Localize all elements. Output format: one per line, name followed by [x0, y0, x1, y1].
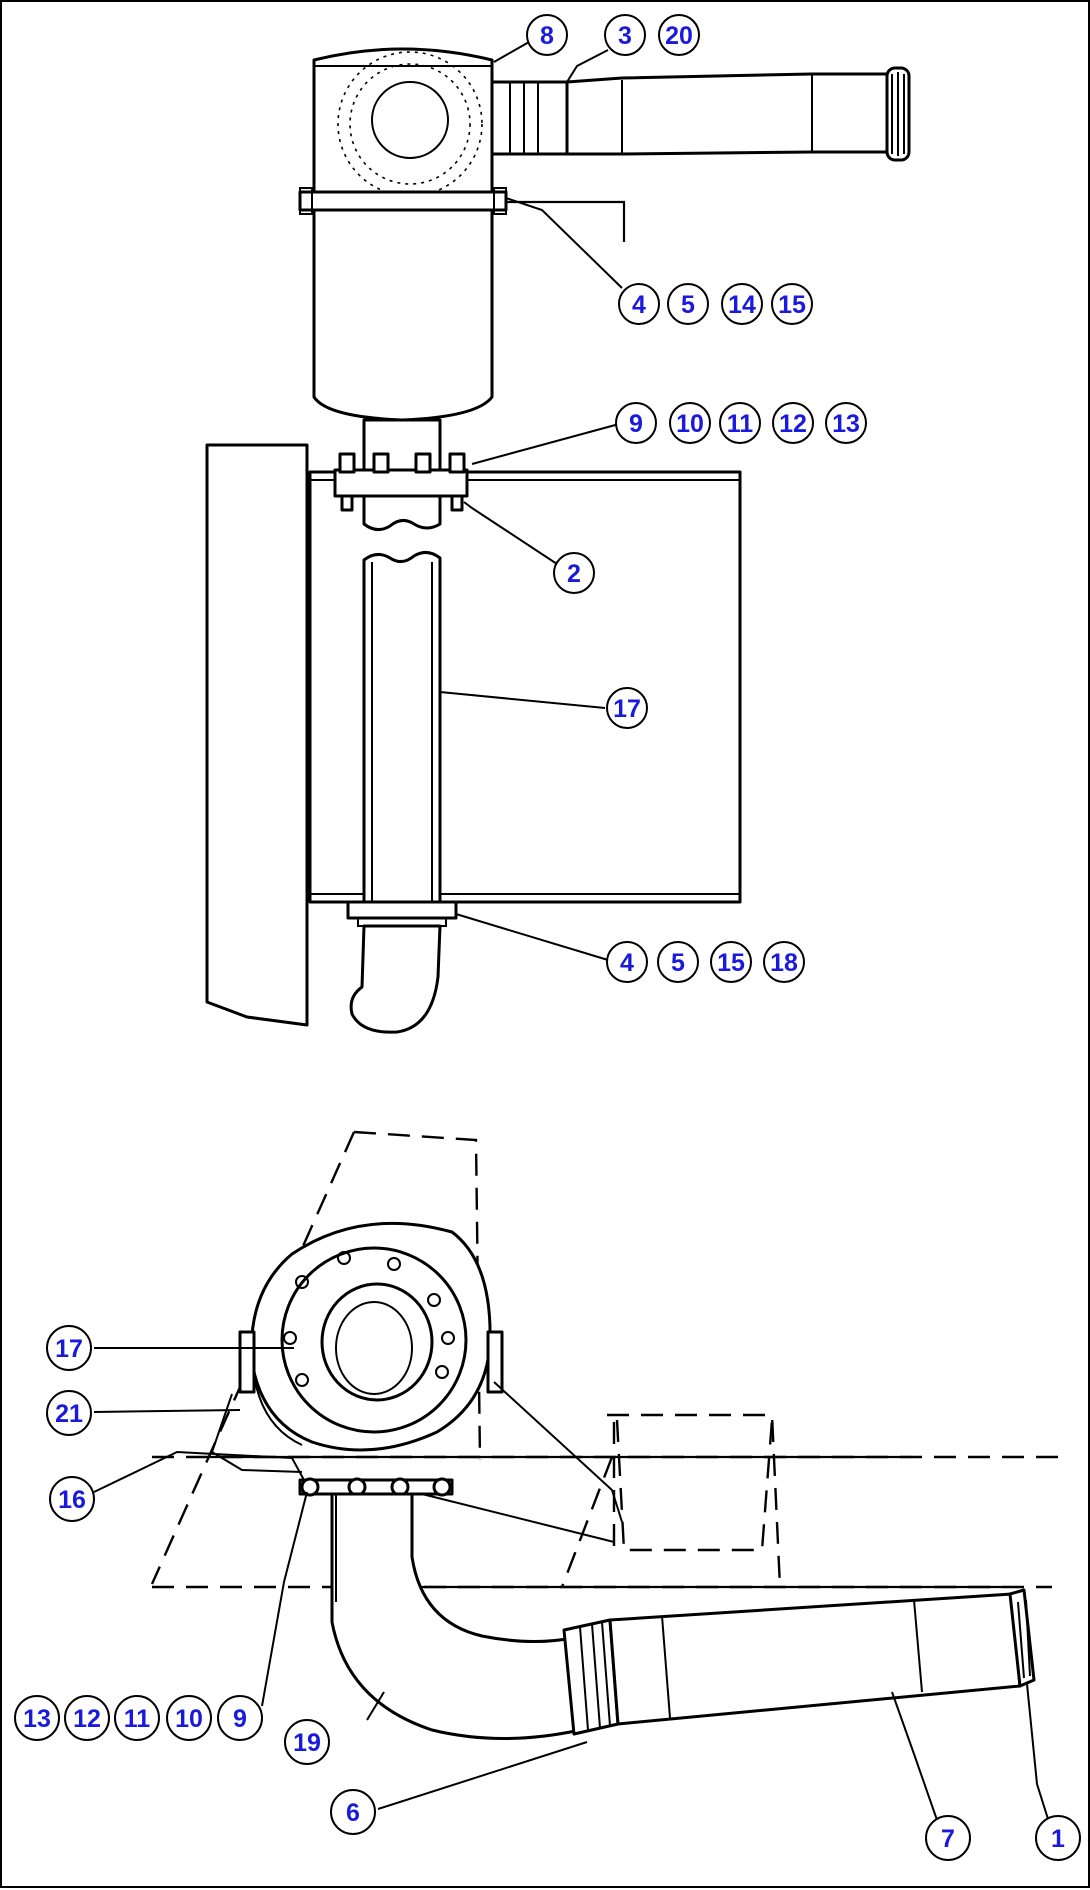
callout-1: 1 [1035, 1815, 1081, 1861]
callout-12: 12 [772, 402, 814, 444]
elbow-pipe-19 [330, 1492, 582, 1740]
callout-6: 6 [330, 1789, 376, 1835]
svg-text:1: 1 [1051, 1825, 1065, 1853]
outlet-pipe-7 [608, 1592, 1022, 1726]
callout-5: 5 [657, 941, 699, 983]
fender-panel [205, 443, 309, 1027]
flange-plate [333, 468, 469, 498]
callout-17: 17 [606, 687, 648, 729]
inlet-tube-17 [362, 551, 442, 909]
callout-9: 9 [615, 402, 657, 444]
intake-hose [490, 80, 569, 156]
callout-12: 12 [64, 1695, 110, 1741]
svg-text:9: 9 [233, 1705, 247, 1733]
callout-11: 11 [719, 402, 761, 444]
callout-13: 13 [825, 402, 867, 444]
right-bracket [486, 1330, 504, 1394]
side-view [150, 1130, 1067, 1740]
svg-text:8: 8 [540, 22, 554, 50]
air-cleaner-housing [312, 47, 494, 422]
svg-text:21: 21 [55, 1400, 83, 1428]
left-bracket [238, 1330, 256, 1394]
svg-text:12: 12 [73, 1705, 101, 1733]
callout-17: 17 [46, 1325, 92, 1371]
callout-11: 11 [114, 1695, 160, 1741]
callout-5: 5 [667, 283, 709, 325]
callout-15: 15 [771, 283, 813, 325]
callout-10: 10 [166, 1695, 212, 1741]
callout-9: 9 [217, 1695, 263, 1741]
top-view-leaders [439, 41, 623, 961]
callout-4: 4 [618, 283, 660, 325]
callout-15: 15 [710, 941, 752, 983]
callout-14: 14 [721, 283, 763, 325]
svg-text:4: 4 [620, 949, 634, 977]
callout-16: 16 [49, 1476, 95, 1522]
housing-band [298, 190, 508, 212]
svg-text:11: 11 [124, 1705, 151, 1733]
svg-text:10: 10 [676, 410, 704, 438]
callout-2: 2 [553, 552, 595, 594]
phantom-box [607, 1413, 782, 1588]
svg-text:17: 17 [613, 695, 641, 723]
tube-clamp [298, 1478, 454, 1496]
callout-18: 18 [763, 941, 805, 983]
cleaner-outlet-opening [371, 81, 449, 159]
inlet-tube-upper [362, 494, 442, 531]
svg-text:17: 17 [55, 1335, 83, 1363]
band-bracket [506, 200, 626, 242]
svg-text:14: 14 [728, 291, 756, 319]
side-view-callouts: 17 21 16 13 12 11 10 9 19 6 7 1 [14, 1325, 1081, 1861]
svg-text:12: 12 [779, 410, 807, 438]
svg-text:5: 5 [681, 291, 695, 319]
svg-text:20: 20 [665, 22, 693, 50]
svg-text:13: 13 [23, 1705, 51, 1733]
svg-text:15: 15 [778, 291, 806, 319]
svg-text:3: 3 [618, 22, 632, 50]
svg-text:9: 9 [629, 410, 643, 438]
side-view-leaders [93, 1347, 1049, 1821]
lower-clamp [346, 900, 458, 920]
callout-10: 10 [669, 402, 711, 444]
svg-text:5: 5 [671, 949, 685, 977]
svg-text:7: 7 [941, 1825, 955, 1853]
callout-19: 19 [284, 1719, 330, 1765]
callout-21: 21 [46, 1390, 92, 1436]
svg-text:6: 6 [346, 1799, 360, 1827]
svg-text:18: 18 [770, 949, 798, 977]
top-view [205, 47, 911, 1034]
svg-text:2: 2 [567, 560, 581, 588]
callout-7: 7 [925, 1815, 971, 1861]
svg-text:11: 11 [727, 410, 754, 438]
lower-elbow [349, 924, 442, 1034]
svg-text:16: 16 [58, 1486, 86, 1514]
svg-text:4: 4 [632, 291, 646, 319]
pipe-end-cap [1008, 1588, 1036, 1688]
phantom-upright [353, 1130, 482, 1461]
callout-20: 20 [658, 14, 700, 56]
intake-pipe [565, 72, 889, 156]
flange-bolt-holes [283, 1251, 455, 1387]
callout-13: 13 [14, 1695, 60, 1741]
callout-8: 8 [526, 14, 568, 56]
svg-text:15: 15 [717, 949, 745, 977]
callout-4: 4 [606, 941, 648, 983]
svg-text:13: 13 [832, 410, 860, 438]
callout-3: 3 [604, 14, 646, 56]
svg-text:19: 19 [293, 1729, 321, 1757]
svg-text:10: 10 [175, 1705, 203, 1733]
top-view-callouts: 8 3 20 4 5 14 15 9 10 11 12 13 2 17 4 5 … [526, 14, 867, 983]
